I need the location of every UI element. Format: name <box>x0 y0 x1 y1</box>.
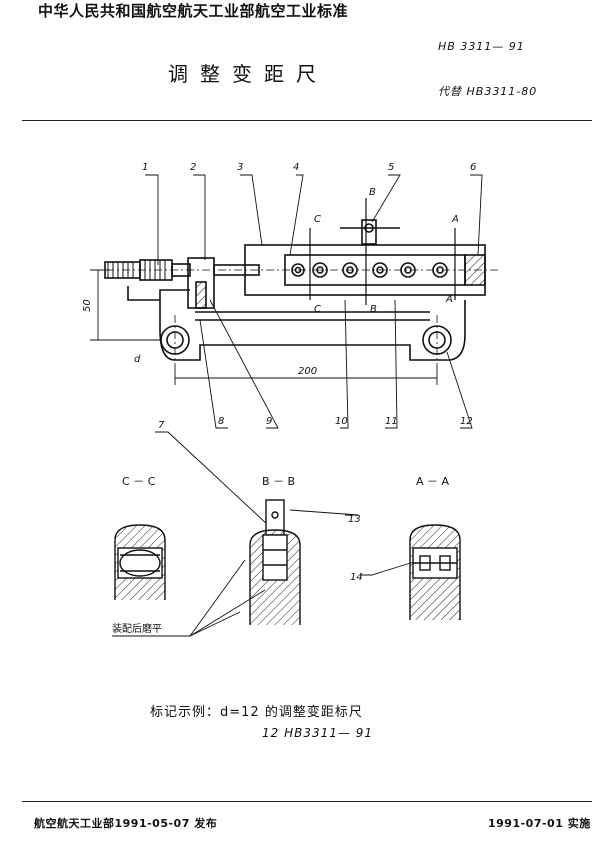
section-title-cc: C － C <box>122 475 156 488</box>
section-mark-a-top: A <box>451 214 459 225</box>
dimension-50: 50 <box>82 299 93 312</box>
section-mark-a-bottom: A <box>445 294 453 305</box>
callout-8: 8 <box>218 416 224 427</box>
callout-10: 10 <box>335 416 348 427</box>
callout-14: 14 <box>350 572 363 583</box>
issuing-organization: 中华人民共和国航空航天工业部航空工业标准 <box>38 2 349 20</box>
effective-date: 1991-07-01 实施 <box>488 817 591 830</box>
assembly-note: 装配后磨平 <box>112 622 162 635</box>
section-bb <box>249 499 301 625</box>
section-mark-b-bottom: B <box>370 304 377 315</box>
section-title-aa: A － A <box>416 475 450 488</box>
standard-number: HB 3311— 91 <box>438 40 525 53</box>
frame-base <box>159 300 466 361</box>
section-aa <box>409 524 461 620</box>
dimension-d: d <box>134 354 141 365</box>
section-title-bb: B － B <box>262 475 295 488</box>
section-mark-c-bottom: C <box>314 304 321 315</box>
header-rule <box>22 120 592 121</box>
callout-11: 11 <box>385 416 398 427</box>
issue-info: 航空航天工业部1991-05-07 发布 <box>34 817 218 830</box>
callout-6: 6 <box>470 162 476 173</box>
section-mark-c-top: C <box>314 214 321 225</box>
section-cc <box>114 524 166 600</box>
callout-9: 9 <box>266 416 272 427</box>
callout-7: 7 <box>158 420 165 431</box>
callout-1: 1 <box>142 162 148 173</box>
callout-12: 12 <box>460 416 473 427</box>
footer-rule <box>22 801 592 802</box>
dimension-200: 200 <box>298 366 317 377</box>
callout-3: 3 <box>237 162 243 173</box>
replaces-standard: 代替 HB3311-80 <box>438 85 538 98</box>
section-mark-b-top: B <box>369 187 376 198</box>
callout-4: 4 <box>293 162 299 173</box>
callout-13: 13 <box>348 514 361 525</box>
marking-code: 12 HB3311— 91 <box>262 726 373 740</box>
marking-example: 标记示例：d=12 的调整变距标尺 <box>150 705 363 720</box>
callout-2: 2 <box>190 162 196 173</box>
callout-5: 5 <box>388 162 394 173</box>
technical-drawing: 1 2 3 4 5 6 7 8 9 10 11 12 13 14 C C B B… <box>82 162 500 637</box>
document-title: 调整变距尺 <box>168 62 328 86</box>
